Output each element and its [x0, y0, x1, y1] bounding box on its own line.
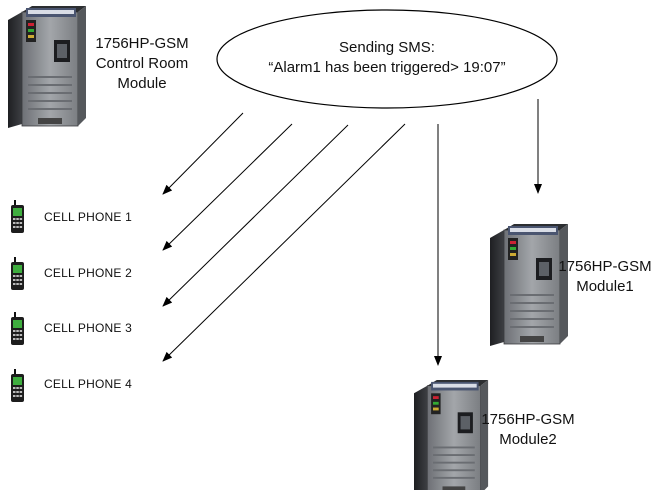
cell-phone-1-label: CELL PHONE 1	[44, 210, 132, 224]
control-module-name: 1756HP-GSM	[95, 35, 189, 52]
cell-phone-4-icon	[11, 369, 24, 402]
control-module-line2: Control Room	[95, 55, 189, 72]
cell-phone-3-label: CELL PHONE 3	[44, 321, 132, 335]
cell-phone-2-icon	[11, 257, 24, 290]
cell-phone-1-icon	[11, 200, 24, 233]
cell-phone-4-label: CELL PHONE 4	[44, 377, 132, 391]
control-module-line3: Module	[117, 75, 167, 92]
sms-text: Sending SMS: “Alarm1 has been triggered>…	[232, 38, 542, 78]
cell-phone-2-label: CELL PHONE 2	[44, 266, 132, 280]
control-module-device	[7, 5, 87, 129]
module1-line2: Module1	[576, 278, 634, 295]
module2-line2: Module2	[499, 431, 557, 448]
sms-bubble	[216, 9, 558, 109]
control-module-label: 1756HP-GSM Control Room Module	[82, 34, 202, 94]
arrow-to-phone-1	[162, 112, 244, 195]
module1-name: 1756HP-GSM	[558, 258, 652, 275]
arrow-to-phone-3	[162, 124, 349, 307]
sms-line-2: “Alarm1 has been triggered> 19:07”	[268, 59, 506, 76]
module2-label: 1756HP-GSM Module2	[478, 410, 578, 450]
arrow-to-phone-4	[162, 123, 406, 362]
module2-name: 1756HP-GSM	[481, 411, 575, 428]
sms-line-1: Sending SMS:	[339, 39, 435, 56]
cell-phone-3-icon	[11, 312, 24, 345]
module1-label: 1756HP-GSM Module1	[555, 257, 655, 297]
module2-device	[413, 379, 489, 495]
arrow-to-phone-2	[162, 123, 293, 251]
